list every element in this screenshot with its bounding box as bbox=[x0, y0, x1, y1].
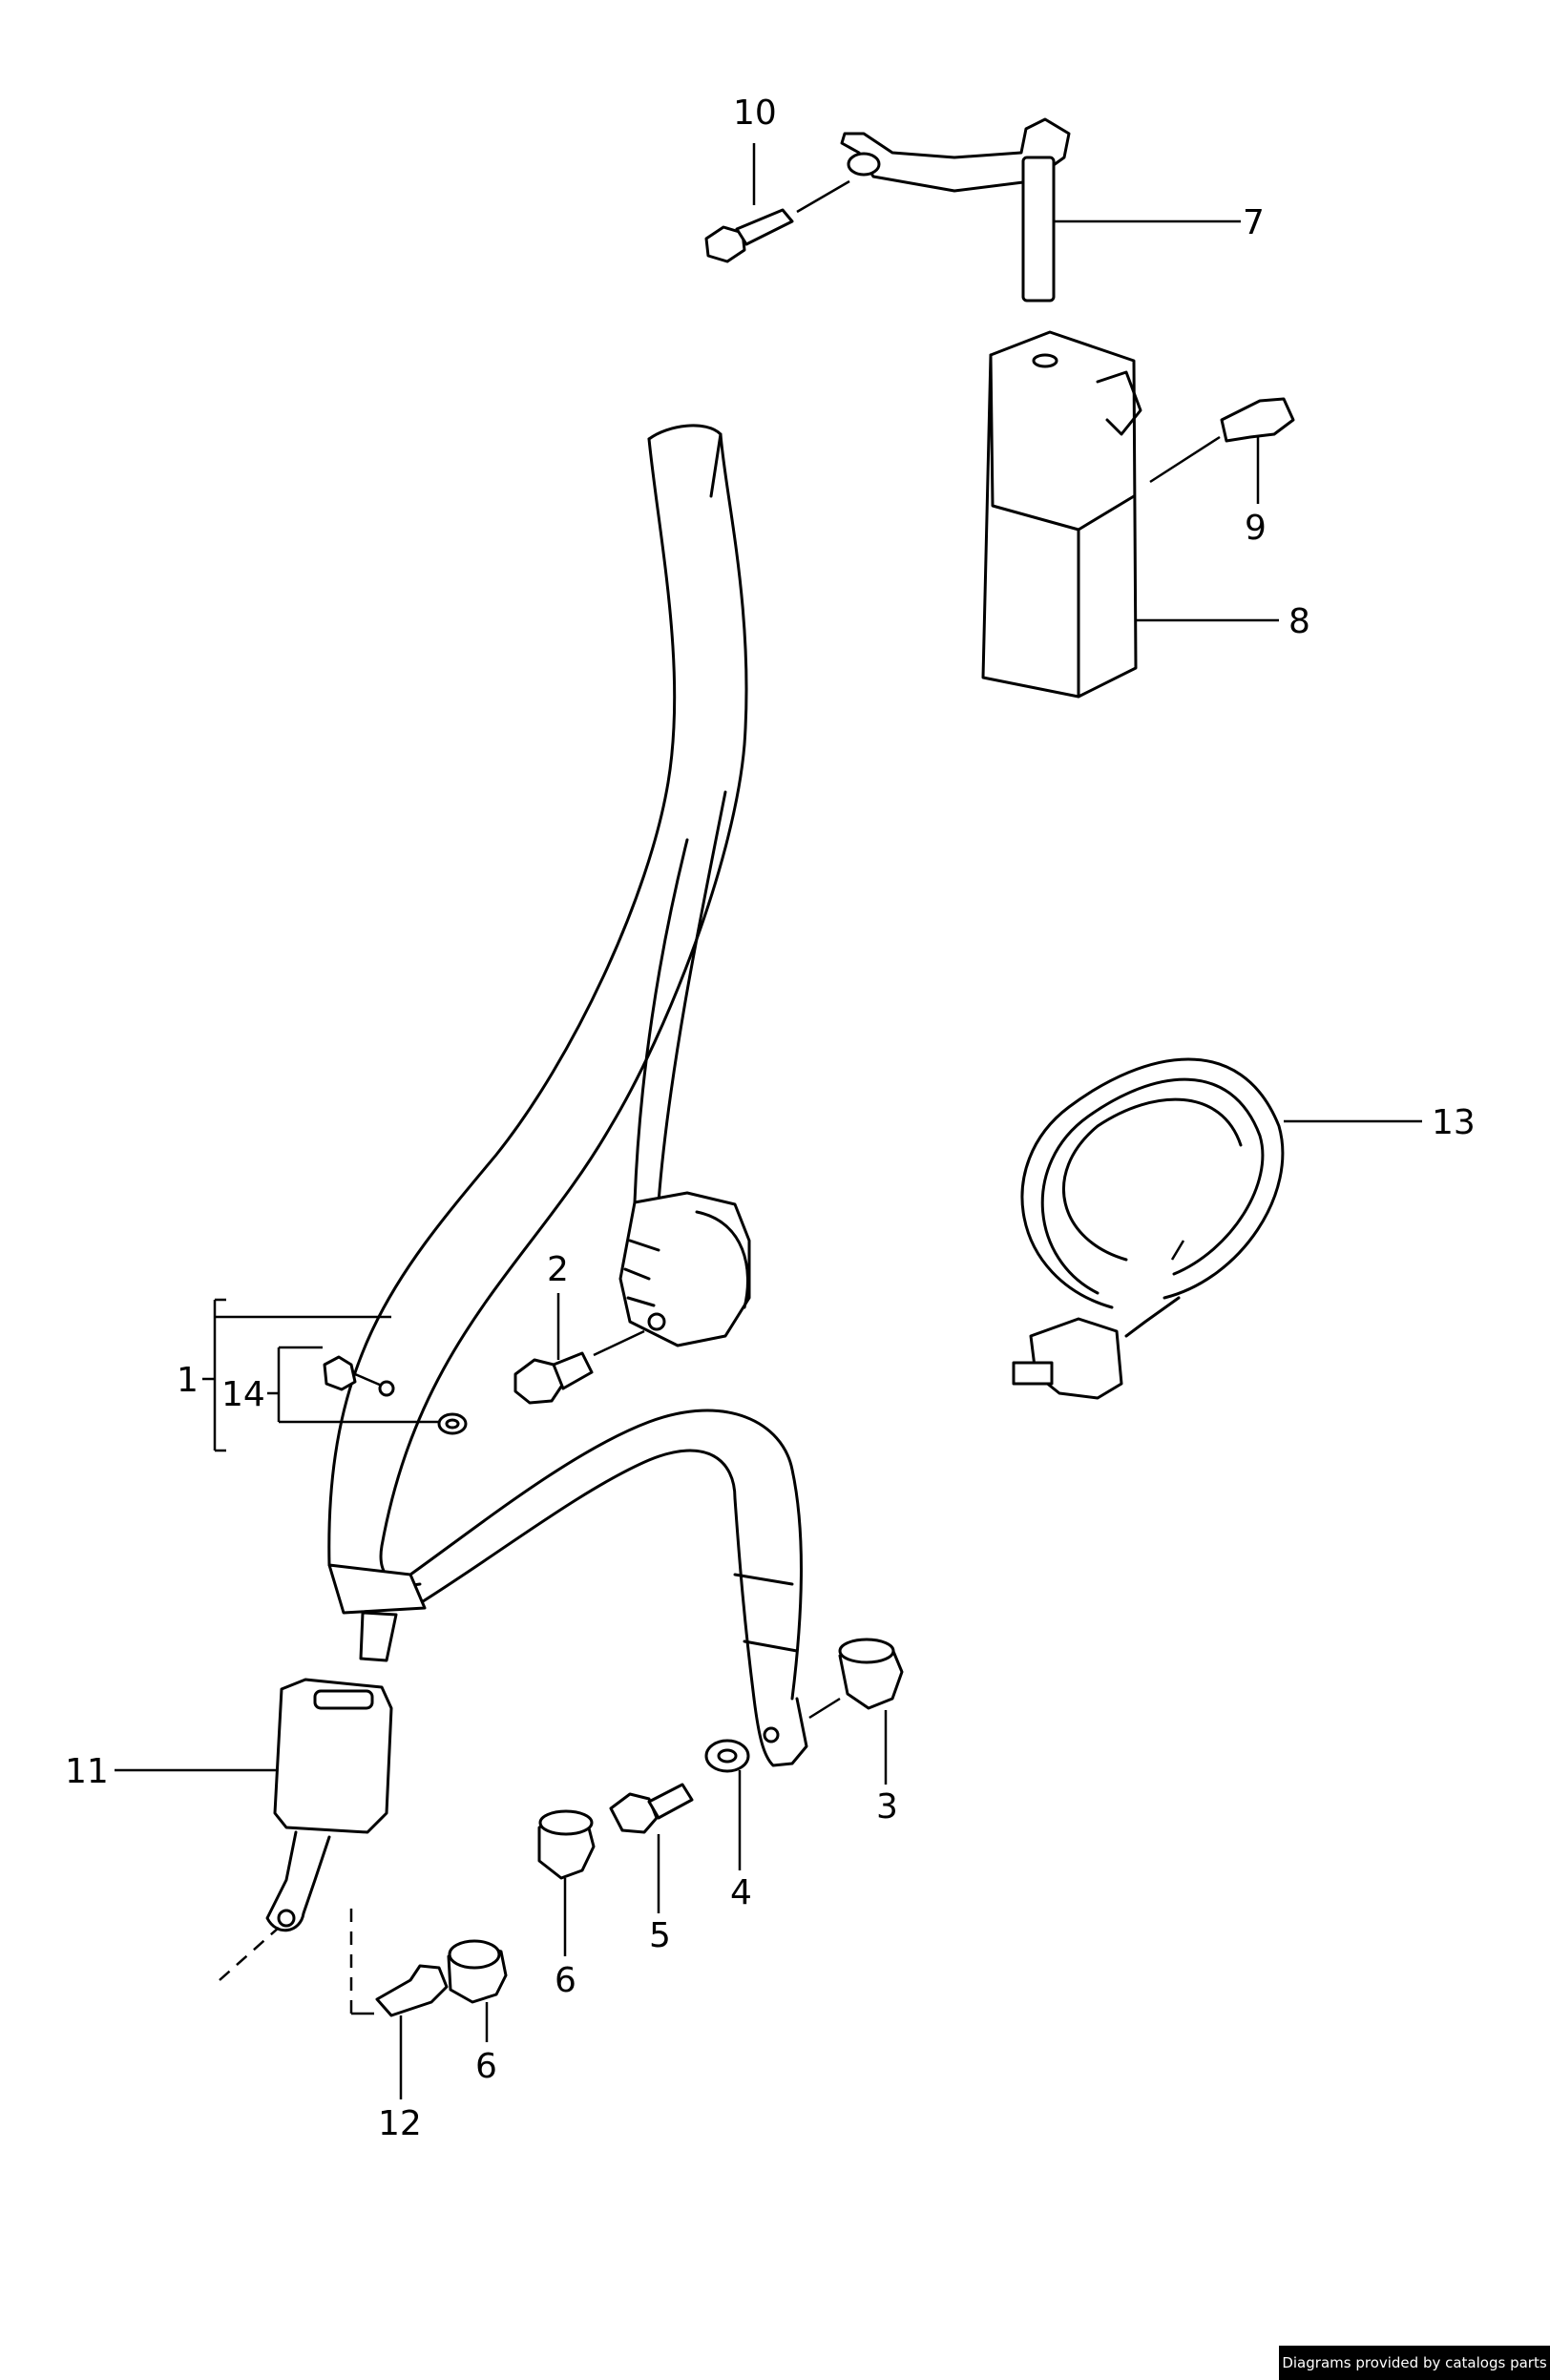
callout-labels: 10 7 9 8 13 2 1 14 11 3 4 5 6 6 12 bbox=[65, 94, 1476, 2143]
part-2-bolt bbox=[513, 1329, 645, 1405]
part-10-bolt bbox=[704, 179, 850, 263]
callout-4: 4 bbox=[730, 1873, 752, 1912]
part-7-guide-bracket bbox=[840, 117, 1071, 303]
callout-6-upper: 6 bbox=[555, 1961, 576, 2000]
part-5-bolt bbox=[609, 1783, 694, 1834]
callout-10: 10 bbox=[733, 94, 777, 133]
callout-2: 2 bbox=[547, 1250, 569, 1289]
callout-1: 1 bbox=[177, 1361, 199, 1400]
part-14-cap-and-washer bbox=[323, 1355, 468, 1435]
callout-7: 7 bbox=[1243, 203, 1265, 242]
callout-6-lower: 6 bbox=[475, 2047, 497, 2086]
part-1-seat-belt-webbing bbox=[327, 424, 808, 1767]
retractor-reel bbox=[618, 1191, 751, 1347]
callout-12: 12 bbox=[378, 2104, 422, 2143]
callout-3: 3 bbox=[876, 1787, 898, 1827]
part-3-bushing bbox=[808, 1638, 904, 1720]
callout-11: 11 bbox=[65, 1752, 109, 1791]
callout-13: 13 bbox=[1432, 1103, 1476, 1142]
part-4-washer bbox=[704, 1739, 750, 1773]
part-6-bushings bbox=[447, 1809, 596, 2004]
part-13-wiring-harness bbox=[1012, 1057, 1285, 1400]
leader-lines bbox=[115, 143, 1422, 2099]
callout-9: 9 bbox=[1245, 509, 1267, 548]
part-8-retractor-cover bbox=[981, 330, 1142, 699]
callout-5: 5 bbox=[649, 1916, 671, 1955]
callout-14: 14 bbox=[221, 1375, 265, 1414]
part-9-bolt bbox=[1149, 397, 1295, 484]
callout-8: 8 bbox=[1288, 602, 1310, 641]
buckle-tongue bbox=[327, 1563, 427, 1662]
diagram-credit: Diagrams provided by catalogs parts bbox=[1279, 2346, 1550, 2380]
part-12-bolt bbox=[375, 1964, 449, 2017]
part-11-buckle bbox=[265, 1678, 393, 1932]
